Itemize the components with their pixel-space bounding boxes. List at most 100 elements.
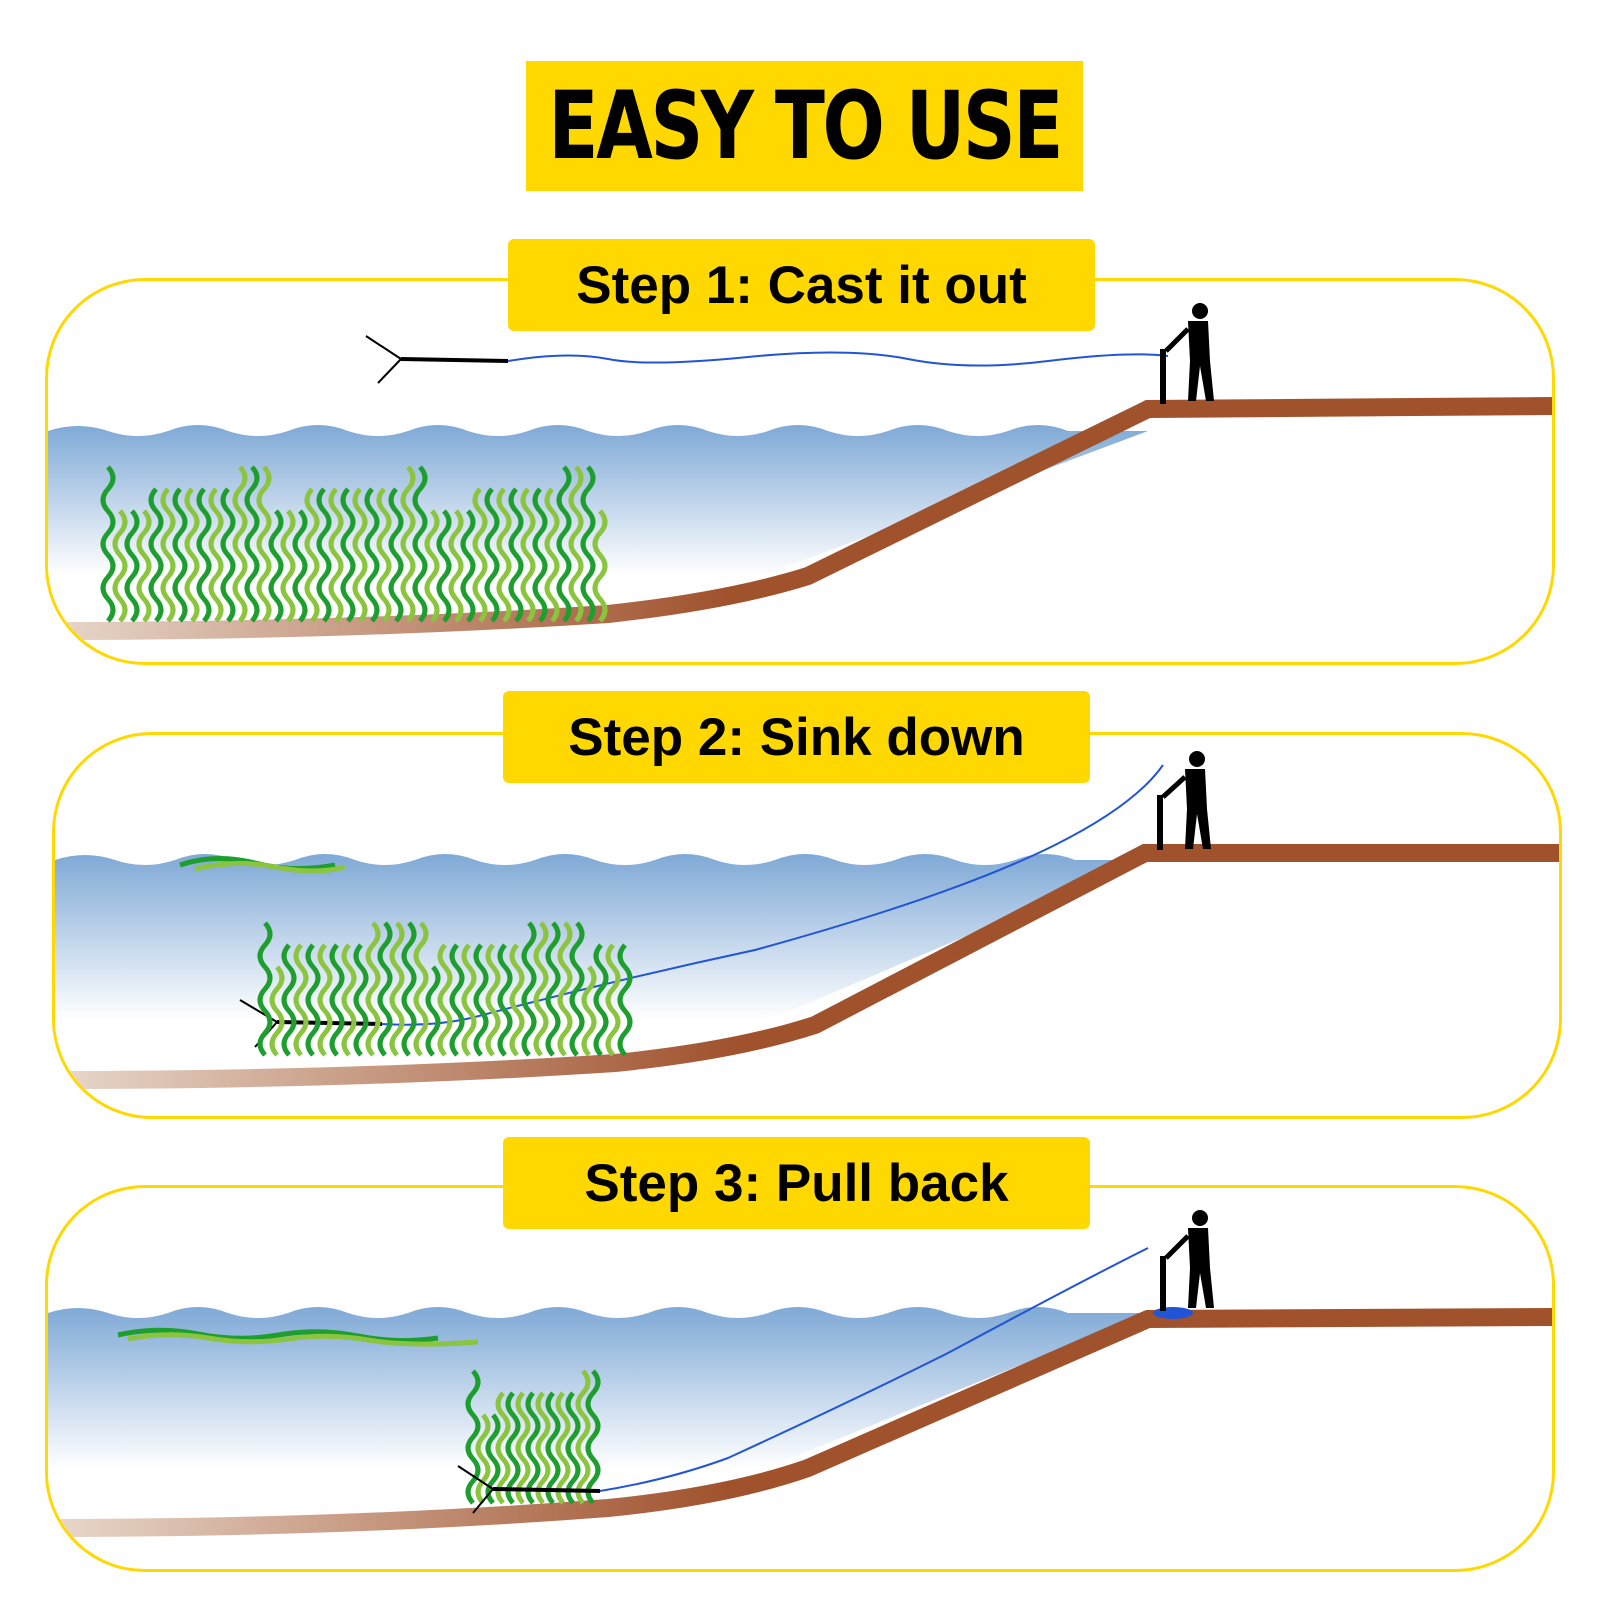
weed-blade [617,943,633,1057]
weed-blade [425,965,441,1057]
step-3-illustration [48,1210,1552,1537]
rope [507,351,1169,367]
weed-blade [305,943,321,1057]
weed-blade [280,509,296,623]
lake-bed-and-bank [55,844,1559,1089]
weed-blade [316,487,332,623]
weed-blade [401,921,417,1057]
weed-blade [449,943,465,1057]
weed-blade [593,943,609,1057]
weed-blade [475,1413,491,1505]
page-title: EASY TO USE [548,71,1063,181]
weed-blade [112,509,128,623]
weed-blade [377,921,393,1057]
weed-blade [184,487,200,623]
weed-blade [532,487,548,623]
weed-blade [569,921,585,1057]
weed-blade [269,965,285,1057]
weed-blade [509,943,525,1057]
step-1-panel [45,278,1555,665]
weed-blade [196,487,212,623]
weed-blade [580,465,596,623]
step-2-label: Step 2: Sink down [503,691,1090,783]
floating-weeds [179,855,346,874]
grapnel-hook-icon [365,335,509,384]
weed-blade [575,1369,591,1505]
weed-blade [365,921,381,1057]
weed-blade [545,921,561,1057]
weed-blade [220,487,236,623]
weed-blade [437,943,453,1057]
weed-blade [328,487,344,623]
weed-blade [473,943,489,1057]
person-icon [1160,303,1214,404]
weed-blade [436,509,452,623]
weed-blade [485,943,501,1057]
weed-blade [268,509,284,623]
weed-blade [136,509,152,623]
grapnel-hook-icon [457,1465,601,1514]
person-icon [1160,1210,1214,1311]
weed-blade [565,1391,581,1505]
weed-blade [304,487,320,623]
weed-blade [364,487,380,623]
person-icon [1157,751,1211,850]
weed-blade [424,509,440,623]
weed-blade [461,943,477,1057]
weed-blade [100,465,116,623]
weed-blade [605,943,621,1057]
weed-blade [568,465,584,623]
weed-blade [521,921,537,1057]
weed-blade [293,943,309,1057]
weed-blade [495,1391,511,1505]
rope [599,1247,1149,1492]
weed-blade [497,943,513,1057]
weed-blade [555,1391,571,1505]
title-banner: EASY TO USE [526,61,1083,191]
weed-blade [376,487,392,623]
weeds [257,921,633,1057]
weed-blade [244,465,260,623]
weed-blade [592,509,608,623]
weed-blade [160,487,176,623]
weed-blade [533,921,549,1057]
weed-blade [341,943,357,1057]
step-2-illustration [55,751,1559,1089]
weed-blade [557,921,573,1057]
weed-blade [544,487,560,623]
weed-blade [389,921,405,1057]
weed-blade [520,487,536,623]
weed-blade [340,487,356,623]
weed-blade [172,487,188,623]
weeds [100,465,608,623]
step-3-panel [45,1185,1555,1572]
weed-blade [535,1391,551,1505]
floating-weeds [117,1327,479,1347]
weed-blade [208,487,224,623]
step-2-panel [52,732,1562,1119]
weed-blade [281,943,297,1057]
weed-blade [329,943,345,1057]
weed-blade [484,487,500,623]
weed-blade [505,1391,521,1505]
weed-blade [472,487,488,623]
weed-blade [292,509,308,623]
weed-blade [412,465,428,623]
weed-blade [388,487,404,623]
weed-blade [352,487,368,623]
step-1-illustration [48,303,1552,640]
weed-blade [585,1369,601,1505]
step-3-label: Step 3: Pull back [503,1137,1090,1229]
weed-blade [525,1391,541,1505]
weed-blade [400,465,416,623]
lake-bed-and-bank [48,1308,1552,1537]
weed-blade [353,943,369,1057]
weed-blade [317,943,333,1057]
weed-blade [508,487,524,623]
weed-blade [413,921,429,1057]
weed-blade [465,1369,481,1505]
weed-blade [448,509,464,623]
weed-blade [496,487,512,623]
weed-blade [148,487,164,623]
weeds [465,1369,601,1505]
